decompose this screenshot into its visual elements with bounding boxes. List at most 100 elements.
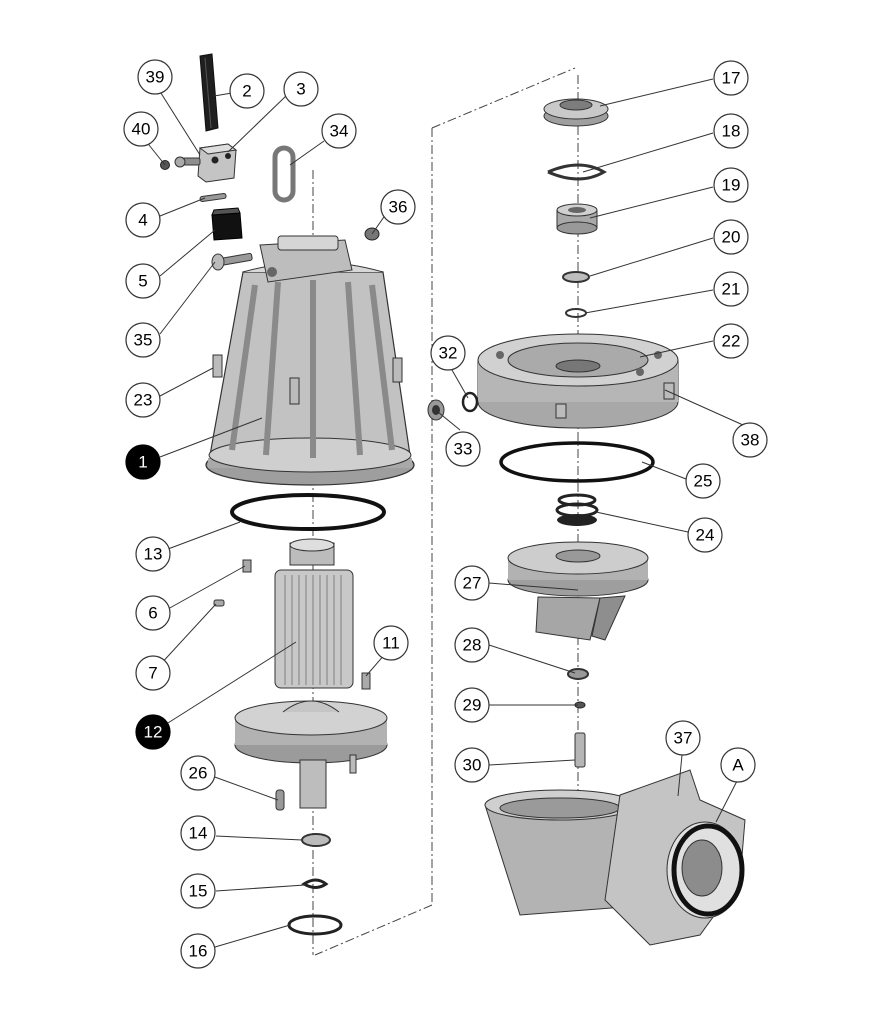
callout-label: 14	[189, 824, 208, 843]
callout-39: 39	[137, 59, 173, 95]
block-5-part	[211, 207, 243, 241]
screw-7-part	[213, 599, 225, 607]
key-26-part	[275, 789, 285, 811]
bolt-35-part	[211, 252, 253, 271]
o-ring-32-part	[461, 391, 479, 413]
callout-label: A	[732, 756, 744, 775]
callout-label: 6	[148, 604, 157, 623]
callout-label: 12	[144, 723, 163, 742]
impeller-part	[507, 541, 649, 641]
callout-label: 26	[189, 764, 208, 783]
callout-label: 37	[674, 729, 693, 748]
callout-label: 34	[330, 122, 349, 141]
callout-label: 38	[741, 431, 760, 450]
callout-13: 13	[135, 536, 171, 572]
leader-lines	[144, 78, 744, 948]
rod-part	[199, 53, 219, 132]
callout-18: 18	[713, 113, 749, 149]
callout-label: 13	[144, 545, 163, 564]
pump-casing-part	[484, 769, 746, 946]
callout-label: 18	[722, 122, 741, 141]
callout-16: 16	[180, 933, 216, 969]
callout-label: 5	[138, 272, 147, 291]
screw-11-part	[361, 672, 371, 690]
callout-38: 38	[732, 422, 768, 458]
callout-label: 28	[463, 636, 482, 655]
motor-housing-part	[205, 235, 415, 486]
bearing-cap-part	[543, 98, 609, 127]
callout-17: 17	[713, 60, 749, 96]
screw-30-part	[574, 732, 586, 768]
callout-label: 23	[134, 391, 153, 410]
o-ring-13-part	[230, 493, 386, 531]
callout-5: 5	[125, 263, 161, 299]
callout-25: 25	[685, 463, 721, 499]
callout-33: 33	[445, 431, 481, 467]
callout-label: 30	[463, 756, 482, 775]
callout-label: 3	[296, 80, 305, 99]
callout-label: 35	[134, 331, 153, 350]
bearing-19-part	[556, 203, 598, 235]
callout-1: 1	[125, 444, 161, 480]
callout-32: 32	[430, 335, 466, 371]
connector-block-part	[197, 143, 238, 183]
callout-2: 2	[229, 73, 265, 109]
callout-label: 40	[132, 120, 151, 139]
callout-36: 36	[380, 189, 416, 225]
callout-label: 15	[189, 882, 208, 901]
callout-label: 22	[722, 332, 741, 351]
callout-26: 26	[180, 755, 216, 791]
chain-link-part	[272, 145, 296, 203]
callout-A: A	[720, 747, 756, 783]
callout-label: 19	[722, 176, 741, 195]
callout-label: 4	[138, 211, 147, 230]
washer-14-part	[301, 833, 331, 847]
callout-label: 21	[722, 280, 741, 299]
callout-label: 25	[694, 472, 713, 491]
ring-16-part	[287, 914, 343, 936]
callout-30: 30	[454, 747, 490, 783]
callout-3: 3	[283, 71, 319, 107]
screw-23-part	[212, 354, 403, 405]
callout-label: 33	[454, 440, 473, 459]
callout-35: 35	[125, 322, 161, 358]
callout-15: 15	[180, 873, 216, 909]
screw-39-part	[174, 156, 201, 168]
o-ring-25-part	[499, 441, 655, 483]
callout-19: 19	[713, 167, 749, 203]
clip-15-part	[301, 878, 329, 889]
bearing-housing-part	[477, 333, 679, 429]
callout-label: 36	[389, 198, 408, 217]
callout-12: 12	[135, 714, 171, 750]
callout-label: 24	[696, 526, 715, 545]
callout-label: 29	[463, 696, 482, 715]
washer-28-part	[567, 668, 589, 680]
callout-24: 24	[687, 517, 723, 553]
snap-ring-part	[547, 163, 607, 181]
callout-6: 6	[135, 595, 171, 631]
screw-6-part	[242, 559, 252, 573]
callout-label: 17	[722, 69, 741, 88]
callout-28: 28	[454, 627, 490, 663]
callout-label: 11	[382, 634, 400, 653]
callout-label: 32	[439, 344, 458, 363]
callout-37: 37	[665, 720, 701, 756]
callout-7: 7	[135, 655, 171, 691]
callout-4: 4	[125, 202, 161, 238]
callout-label: 20	[722, 228, 741, 247]
mechanical-seal-part	[555, 493, 599, 526]
rotor-part	[234, 538, 388, 809]
callout-40: 40	[123, 111, 159, 147]
circlip-21-part	[565, 308, 587, 318]
callout-label: 16	[189, 942, 208, 961]
callouts: 2 3 39 40 34 4 36 5	[123, 59, 768, 969]
plug-33-part	[427, 399, 445, 421]
callout-14: 14	[180, 815, 216, 851]
callout-34: 34	[321, 113, 357, 149]
callout-label: 2	[242, 82, 251, 101]
callout-29: 29	[454, 687, 490, 723]
callout-label: 1	[138, 453, 147, 472]
callout-label: 7	[148, 664, 157, 683]
callout-27: 27	[454, 565, 490, 601]
